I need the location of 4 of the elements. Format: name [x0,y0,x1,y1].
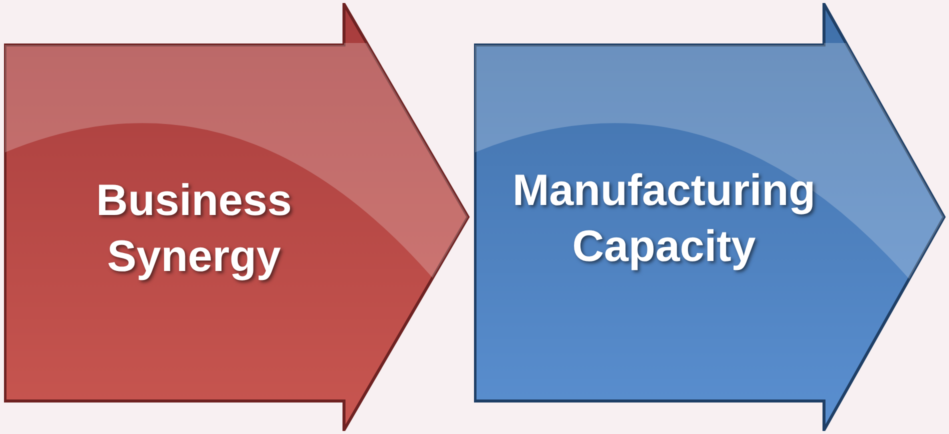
arrow-shape [4,3,470,431]
arrow-shape [474,3,946,431]
node-label: Business Synergy [95,175,293,283]
node-label: Manufacturing Capacity [511,165,817,273]
